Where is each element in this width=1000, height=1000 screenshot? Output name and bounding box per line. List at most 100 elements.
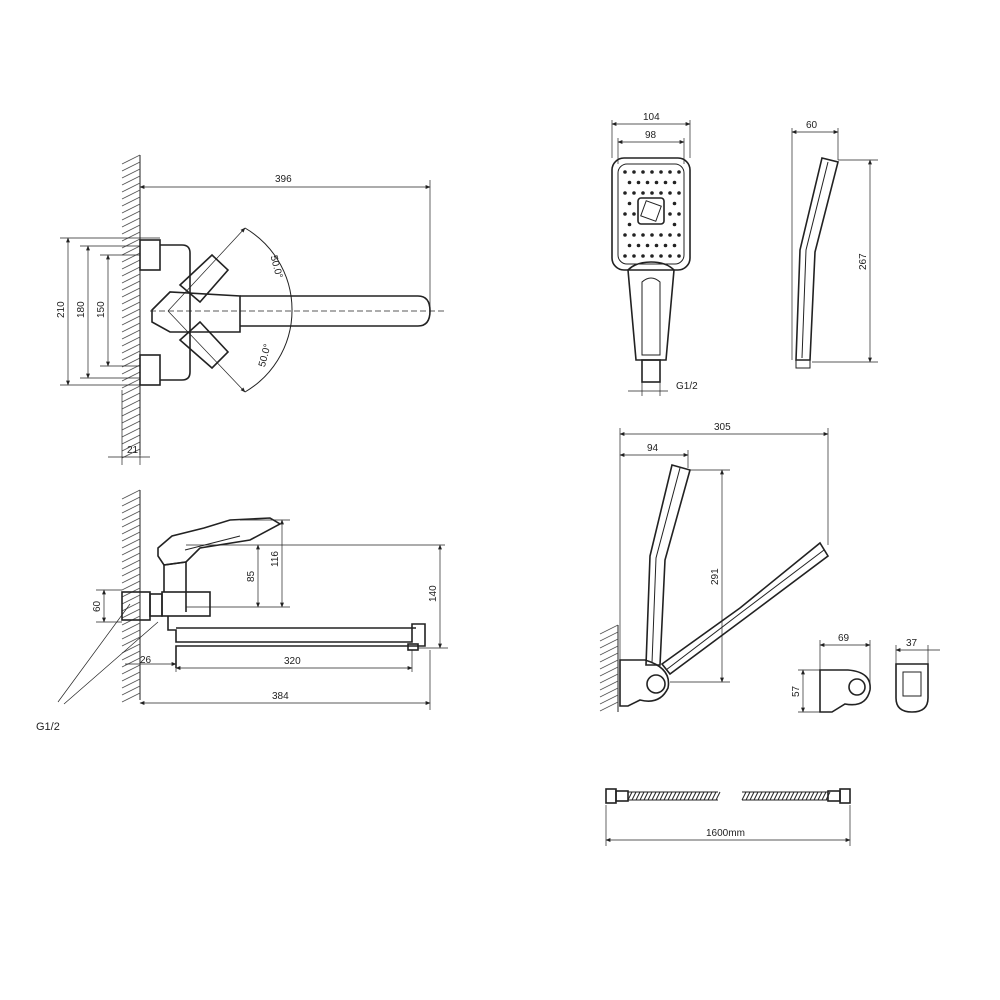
nozzle-dot [677,191,681,195]
nozzle-dot [650,170,654,174]
hose-coil-segment [757,791,763,801]
escutcheon-upper [139,239,161,271]
dim-spout-length-label: 320 [284,656,301,667]
hatch-line [121,531,141,542]
nozzle-dot [641,191,645,195]
dim-total-length-label: 384 [272,691,289,702]
nozzle-dot [641,254,645,258]
dim-wall-gap-label: 21 [127,445,139,456]
dim-reach-label: 305 [714,422,731,433]
hatch-line [121,503,141,514]
hatch-line [121,329,141,340]
hose-coil-segment [753,791,759,801]
dim-depth-label: 60 [806,120,818,131]
hatch-line [121,685,141,696]
dim-body-height-label: 85 [246,570,257,582]
shower-upright-edge [651,467,681,664]
nozzle-dot [677,254,681,258]
hatch-line [121,392,141,403]
hose-coil-segment [741,791,747,801]
hatch-line [599,687,619,698]
hatch-line [121,517,141,528]
nozzle-dot [650,254,654,258]
shower-profile [795,157,839,361]
thread-label-faucet: G1/2 [36,721,60,733]
hose-coil-segment [817,791,823,801]
hose-nut-right [839,788,851,804]
nozzle-dot [650,191,654,195]
hatch-line [121,420,141,431]
hatch-line [121,238,141,249]
hose-coil-segment [683,791,689,801]
hatch-line [599,680,619,691]
nozzle-dot [654,243,659,248]
hatch-line [121,580,141,591]
hose-coil-segment [769,791,775,801]
hose-coil-segment [711,791,717,801]
shower-inlet-front [641,359,661,383]
hatch-line [121,371,141,382]
hatch-line [121,413,141,424]
hatch-line [121,189,141,200]
hose-coil-segment [639,791,645,801]
hatch-line [121,629,141,640]
hatch-line [121,496,141,507]
dim-head-width-inner-label: 98 [645,130,657,141]
hose-coil-segment [627,791,633,801]
nozzle-dot [650,233,654,237]
hatch-line [599,645,619,656]
hatch-line [121,594,141,605]
hatch-line [121,692,141,703]
hose-coil-segment [801,791,807,801]
bracket-detail: 69 57 37 [791,633,940,713]
hatch-line [121,343,141,354]
dim-width-label: 396 [275,174,292,185]
hatch-line [121,441,141,452]
hose-coil-segment [699,791,705,801]
hose-coil-left [627,791,721,801]
hatch-line [121,336,141,347]
nozzle-dot [668,170,672,174]
nozzle-dot [663,180,668,185]
nozzle-dot [654,180,659,185]
hatch-line [121,182,141,193]
nozzle-dot [672,201,677,206]
hose-coil-segment [655,791,661,801]
nozzle-dot [623,233,627,237]
hose-coil-segment [745,791,751,801]
hatch-line [599,666,619,677]
hatch-line [121,259,141,270]
hatch-line [121,210,141,221]
hatch-line [599,638,619,649]
nozzle-dot [677,233,681,237]
hose-coil-segment [663,791,669,801]
hose-coil-segment [675,791,681,801]
handshower-side-view: 60 267 [791,120,878,369]
shower-tilted-edge [665,549,825,671]
hatch-line [599,659,619,670]
nozzle-dot [659,170,663,174]
hose-coil-segment [679,791,685,801]
hatch-line [121,678,141,689]
hose-coil-segment [813,791,819,801]
faucet-top-view: 50.0° 50.0° 396 210 180 150 21 [56,154,445,465]
holder-side-view: 305 94 291 [599,422,830,712]
hatch-line [599,701,619,712]
hatch-line [121,448,141,459]
thread-label-shower: G1/2 [676,381,698,392]
hose-coil-segment [647,791,653,801]
nozzle-dot [677,170,681,174]
hatch-line [121,357,141,368]
hose-coil-segment [809,791,815,801]
hose-coil-segment [635,791,641,801]
spray-selector-button [637,197,665,225]
nozzle-dot [623,254,627,258]
cartridge-housing [163,561,187,612]
dim-bracket-height-label: 57 [791,685,802,697]
shower-handle-front [627,261,675,361]
hose-coil-segment [797,791,803,801]
nozzle-dot [659,191,663,195]
nozzle-dot [645,180,650,185]
hatch-line [121,385,141,396]
hatch-line [121,552,141,563]
